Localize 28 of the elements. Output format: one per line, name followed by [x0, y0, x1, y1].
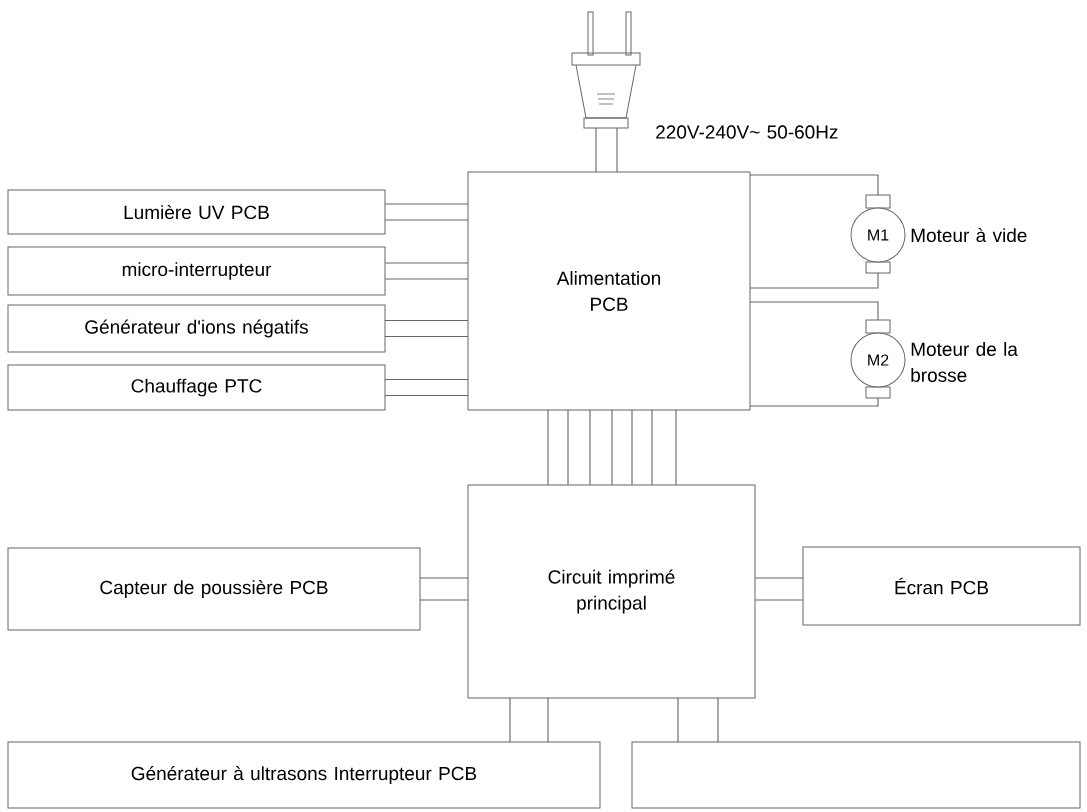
wire-pair — [595, 127, 618, 173]
wire-pair — [677, 697, 719, 743]
wire-pair — [384, 203, 469, 221]
wire-pair — [749, 397, 879, 407]
block-box: Générateur d'ions négatifs — [7, 304, 386, 353]
block-box: Chauffage PTC — [7, 364, 386, 411]
wire-pair — [749, 272, 879, 289]
block-box: Lumière UV PCB — [7, 189, 386, 235]
wire-pair — [384, 378, 469, 397]
wire-pair — [754, 577, 804, 601]
block-box: Générateur à ultrasons Interrupteur PCB — [7, 741, 601, 809]
side-label: Moteur à vide — [911, 227, 1027, 243]
wire-pair — [749, 301, 879, 321]
block-box: Circuit imprimé principal — [467, 484, 756, 699]
empty-box — [631, 741, 1081, 809]
wire-pair — [384, 319, 469, 338]
block-box: Alimentation PCB — [467, 171, 751, 411]
plug-drawing — [571, 11, 641, 129]
wire-pair — [509, 697, 549, 743]
side-label: Moteur de la brosse — [911, 342, 1018, 382]
wire-pair — [384, 262, 469, 280]
block-box: Capteur de poussière PCB — [7, 547, 421, 631]
block-box: micro-interrupteur — [7, 246, 386, 296]
block-box: Écran PCB — [802, 546, 1081, 626]
wire-pair — [419, 577, 469, 601]
wire-pair — [547, 409, 677, 486]
wire-pair — [749, 174, 879, 196]
side-label: 220V-240V~ 50-60Hz — [656, 125, 838, 139]
